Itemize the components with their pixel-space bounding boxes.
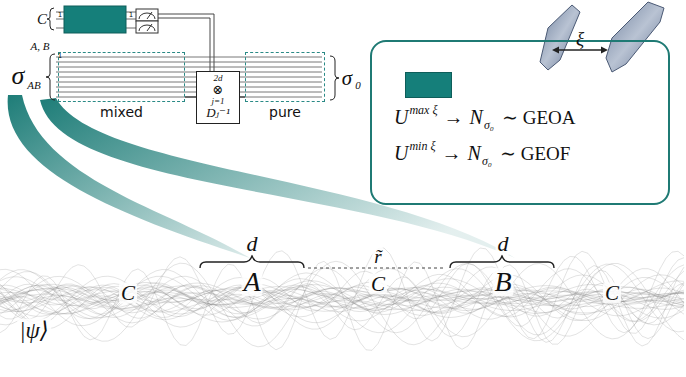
brace [330,56,339,100]
equation-part: max ξ [409,103,437,118]
wire [56,57,322,58]
equation-part: σ₀ [484,118,494,133]
dephasing-box: 2d⊗j=1Dⱼ⁻¹ [196,71,240,124]
operator-text: j=1 [211,97,224,106]
math-label: ξ [576,29,584,48]
math-label: 1 [58,53,62,60]
wave-line [0,261,684,347]
equation-part: U [394,106,408,129]
equation-row: Umin ξ→Nσ₀∼ GEOF [394,142,570,165]
distance-line [308,268,446,269]
prism [540,5,580,70]
region-label: pure [269,104,301,120]
wave-line [0,266,684,347]
wire [56,62,322,63]
wave-line [0,261,684,350]
math-label: 1 [129,12,133,19]
wire [56,67,322,68]
wave-line [0,284,684,329]
wave-line [0,248,684,341]
equation-part: N [470,106,483,129]
math-label: C [369,274,387,295]
math-label: 1 [58,12,62,19]
math-label: d [496,233,511,255]
wire [56,92,322,93]
equation-part: min ξ [409,139,435,154]
wave-line [0,283,684,324]
math-label: 0 [355,80,361,91]
wave-line [0,251,684,332]
math-label: σ [12,63,25,89]
brace [200,256,304,268]
math-label: σ [342,68,352,89]
wire [56,97,322,98]
math-label: C [37,12,47,27]
wave-line [0,282,684,324]
equation-row: Umax ξ→Nσ₀∼ GEOA [394,106,575,129]
math-label: C [603,283,621,304]
brace [47,8,54,30]
ribbon [40,98,515,258]
double-arrow [552,47,608,54]
equation-part: U [394,142,408,165]
equation-part: → [442,142,462,165]
unitary-box [64,6,126,33]
unitary-swatch [405,72,452,98]
wave-line [0,287,684,309]
wire [56,87,322,88]
operator-text: ⊗ [213,83,224,97]
math-label: C [119,283,137,304]
equation-part: → [444,106,464,129]
math-label: r̃ [372,247,383,266]
equation-part: ∼ GEOA [502,106,575,129]
math-label: d [245,233,260,255]
math-label: B [492,268,513,296]
wave-line [0,285,684,321]
wire [56,82,322,83]
measurement [136,9,158,33]
wave-line [0,264,684,335]
wires [56,57,322,97]
classical-wires [158,14,214,73]
wave-line [0,269,684,325]
math-label: AB [27,80,40,91]
region-label: mixed [100,104,143,120]
equation-part: ∼ GEOF [500,142,570,165]
math-label: |ψ⟩ [17,319,51,342]
operator-text: Dⱼ⁻¹ [206,106,230,120]
wire [56,72,322,73]
legend-panel: Umax ξ→Nσ₀∼ GEOAUmin ξ→Nσ₀∼ GEOF [370,40,670,205]
wave-line [0,264,684,339]
brace [46,54,55,100]
brace [450,256,554,268]
mixed-region: mixed [58,52,185,102]
equation-part: σ₀ [482,154,492,169]
wave-line [0,284,684,325]
math-label: A, B [31,41,50,52]
math-label: A [241,268,262,296]
equation-part: N [468,142,481,165]
wave-lines [0,248,684,350]
connector [185,96,196,97]
pure-region: pure [245,52,325,102]
prism [606,2,664,72]
wire [56,77,322,78]
operator-text: 2d [214,74,223,83]
